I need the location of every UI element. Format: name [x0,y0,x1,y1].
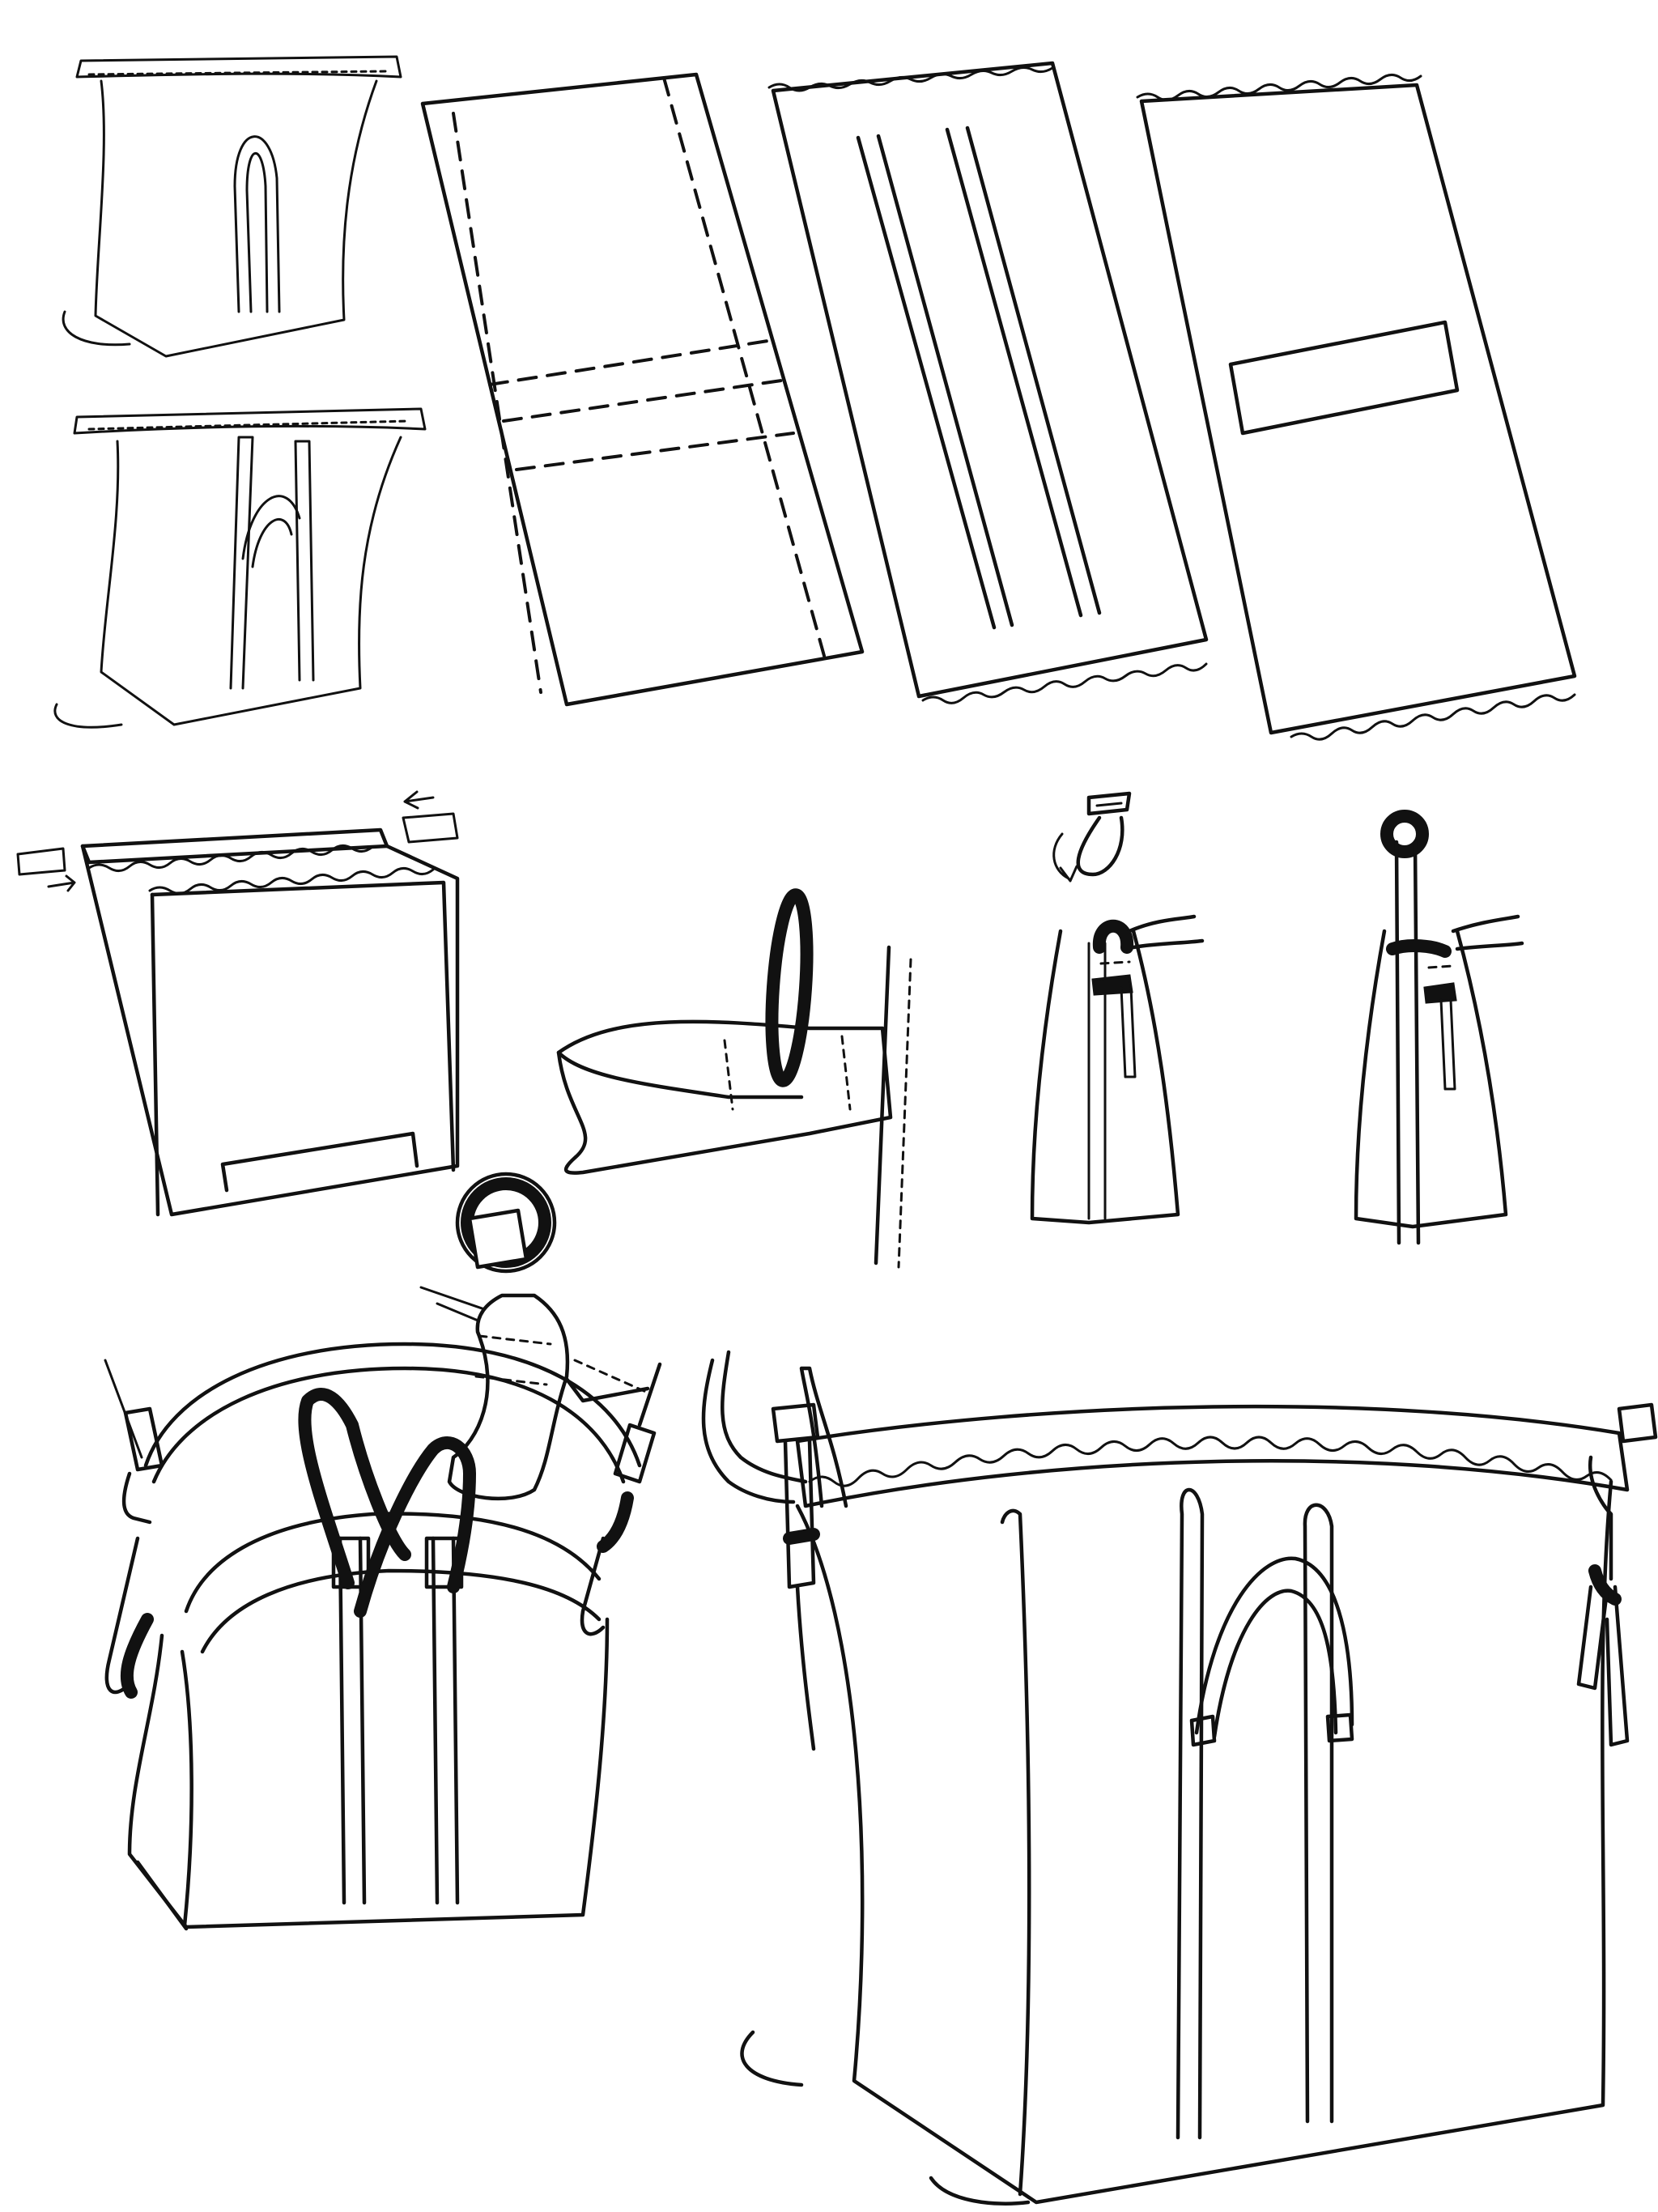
hook-attach-step-1 [1030,791,1205,1225]
finished-bag-shoulder-strap [104,1342,662,1931]
ring-clip-detail [419,1172,650,1501]
bag-lower-left-double-handle [53,407,427,729]
panel-strap-lines [767,61,1209,704]
panel-label-rectangle [1136,74,1577,741]
bag-upper-left-single-handle [62,55,402,358]
pocket-assembly [16,790,460,1217]
finished-bag-large [701,1350,1658,2206]
hook-attach-step-2 [1354,810,1524,1245]
panel-dashed-fold-lines [420,72,865,707]
ring-loop-detail [556,888,912,1269]
